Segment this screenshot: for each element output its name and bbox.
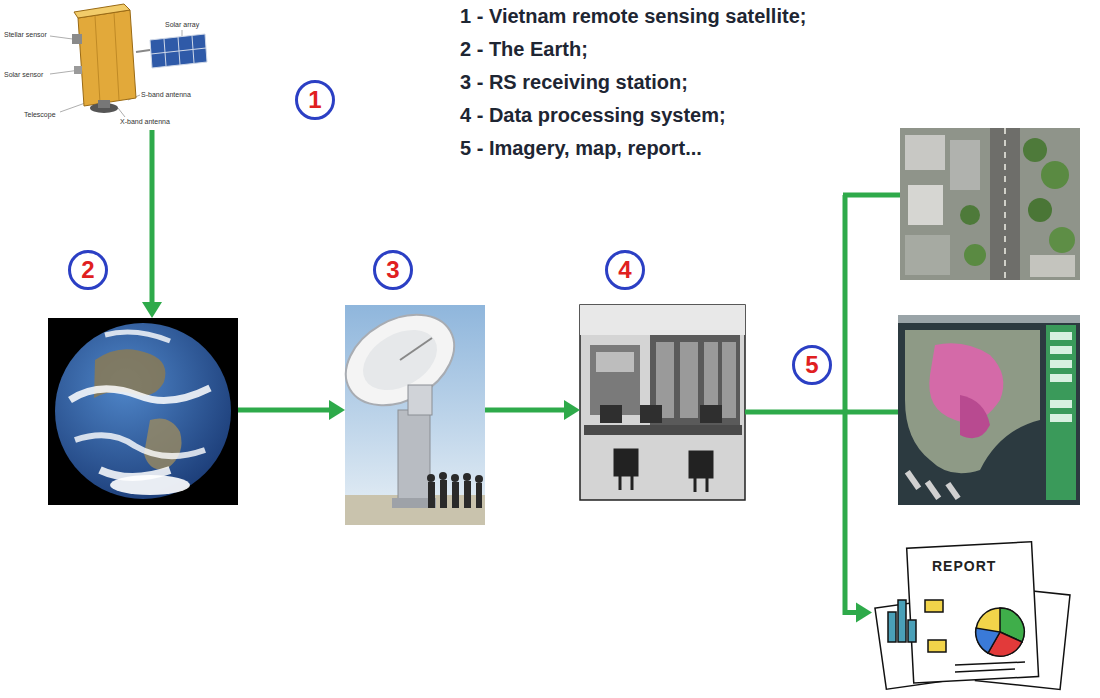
key-line: 5 - Imagery, map, report... bbox=[460, 136, 702, 160]
callout-number: 2 bbox=[68, 250, 108, 290]
arrow-line bbox=[150, 130, 155, 304]
satellite-picture bbox=[50, 4, 207, 117]
part-name: Solar sensor bbox=[4, 71, 43, 79]
key-line: 4 - Data processing system; bbox=[460, 103, 726, 127]
part-name: X-band antenna bbox=[120, 118, 170, 126]
flow-arrow bbox=[485, 400, 580, 420]
processing-system: 4 bbox=[580, 305, 745, 500]
arrow-head bbox=[564, 400, 580, 420]
part-name: Solar array bbox=[165, 21, 199, 29]
receiving-station: 3 bbox=[345, 305, 485, 525]
key-line: 3 - RS receiving station; bbox=[460, 70, 688, 94]
flow-arrow bbox=[745, 412, 872, 623]
callout-number: 3 bbox=[373, 250, 413, 290]
aerial-image bbox=[900, 128, 1080, 280]
flow-arrow bbox=[238, 400, 345, 420]
key-line: 1 - Vietnam remote sensing satellite; bbox=[460, 4, 806, 28]
arrow-line bbox=[485, 408, 566, 413]
callout-number: 4 bbox=[605, 250, 645, 290]
key-line: 2 - The Earth; bbox=[460, 37, 588, 61]
callout-number: 5 bbox=[792, 345, 832, 385]
part-name: Stellar sensor bbox=[4, 31, 47, 39]
report: REPORT bbox=[872, 535, 1072, 690]
report-title: REPORT bbox=[930, 558, 998, 574]
antenna-picture bbox=[330, 296, 485, 525]
earth: 2 bbox=[48, 318, 238, 505]
map-image bbox=[898, 315, 1080, 505]
arrow-line bbox=[238, 408, 331, 413]
arrow-head bbox=[142, 302, 162, 318]
arrow-line bbox=[745, 412, 858, 613]
arrow-head bbox=[856, 603, 872, 623]
part-name: Telescope bbox=[24, 111, 56, 119]
part-name: S-band antenna bbox=[141, 91, 191, 99]
earth-picture bbox=[48, 318, 238, 505]
callout-number: 1 bbox=[295, 80, 335, 120]
report-picture bbox=[875, 542, 1070, 690]
arrow-head bbox=[329, 400, 345, 420]
satellite: 1 bbox=[35, 0, 210, 130]
computer-room-picture bbox=[580, 305, 745, 500]
bracket bbox=[843, 195, 900, 412]
flow-arrow bbox=[142, 130, 162, 318]
